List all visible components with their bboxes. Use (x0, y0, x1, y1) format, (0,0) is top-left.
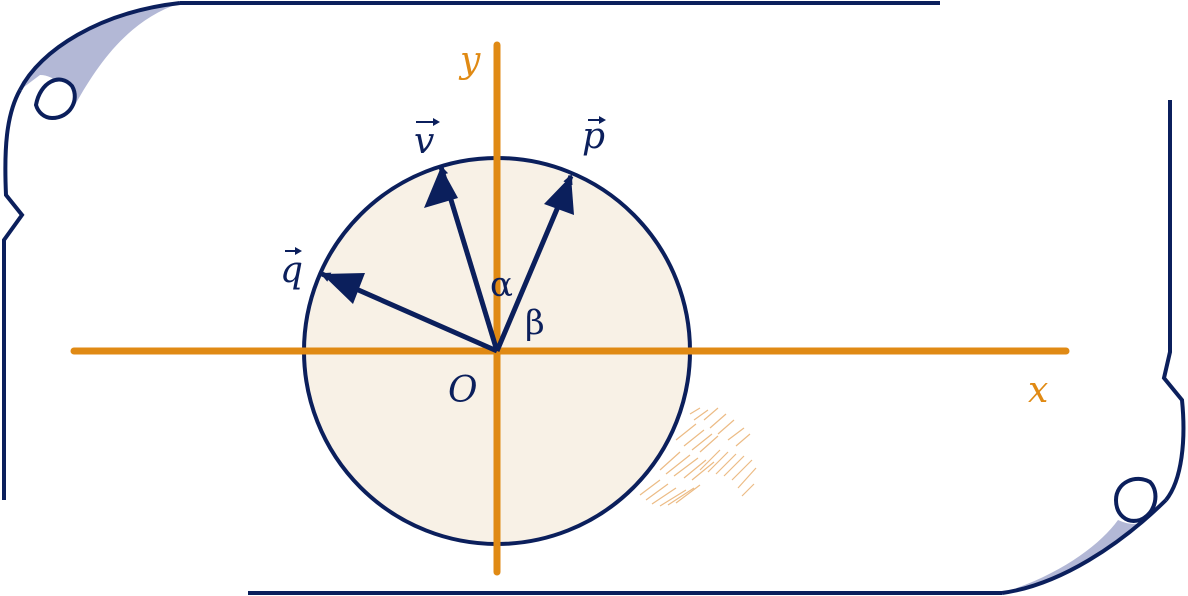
vector-v-overarrow-head (433, 118, 440, 126)
vector-q-label: q (280, 250, 303, 291)
vector-v-label: v (414, 121, 434, 162)
top-curl-roll (33, 77, 77, 121)
vector-q-label-group: q (280, 247, 303, 291)
angle-beta-label: β (525, 303, 545, 343)
scroll-curl-icon (1001, 476, 1168, 595)
y-axis-label: y (458, 40, 481, 81)
origin-label: O (448, 370, 478, 411)
scroll-left-edge (2, 89, 25, 500)
x-axis-label: x (1028, 370, 1048, 411)
angle-alpha-label: α (490, 265, 513, 305)
scroll-curl-icon (18, 1, 181, 121)
scroll-right-edge (1161, 100, 1186, 502)
hatched-stain-icon (639, 407, 757, 507)
vector-v-head (424, 167, 458, 208)
bottom-curl-shade (1002, 500, 1166, 593)
vector-q-overarrow-head (295, 247, 302, 255)
axes (70, 41, 1070, 576)
vector-p-overarrow-head (599, 116, 606, 124)
vector-v-label-group: v (414, 118, 440, 162)
vector-q-head (322, 273, 365, 304)
vector-p-label: p (582, 116, 605, 157)
top-curl-outline (18, 1, 181, 91)
vector-p-head (544, 176, 574, 215)
vector-p-label-group: p (582, 116, 606, 157)
bottom-curl-roll (1113, 476, 1158, 523)
